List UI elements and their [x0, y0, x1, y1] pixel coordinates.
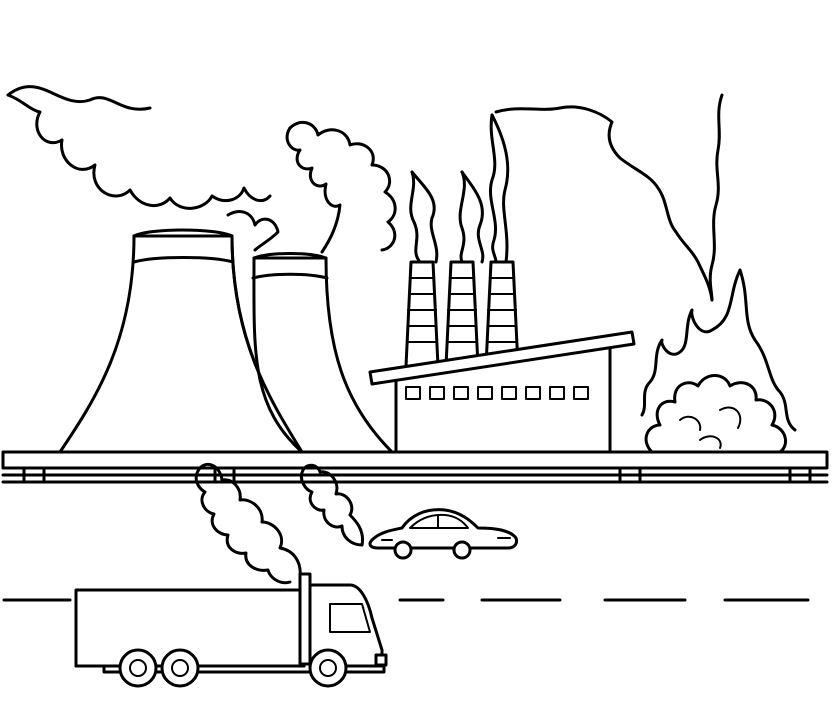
tower-smoke-right	[226, 210, 280, 252]
tower-smoke-left-top	[6, 85, 152, 111]
fire-smoke-b	[708, 93, 724, 302]
chimney-3	[484, 260, 520, 368]
car	[368, 508, 518, 560]
truck	[74, 572, 388, 688]
bridge-railing	[1, 450, 829, 484]
factory-building	[368, 330, 636, 454]
tower-smoke-left	[6, 93, 272, 210]
exhaust-smoke	[194, 463, 365, 585]
tower-smoke-right-b	[288, 120, 397, 252]
fire-icon	[640, 268, 797, 454]
tower-smoke-right-c	[285, 126, 342, 254]
chimney-2	[444, 260, 480, 368]
fire-smoke	[494, 105, 714, 302]
chimney-smoke	[409, 113, 510, 264]
factory-windows	[405, 386, 589, 400]
chimney-1	[404, 260, 440, 368]
